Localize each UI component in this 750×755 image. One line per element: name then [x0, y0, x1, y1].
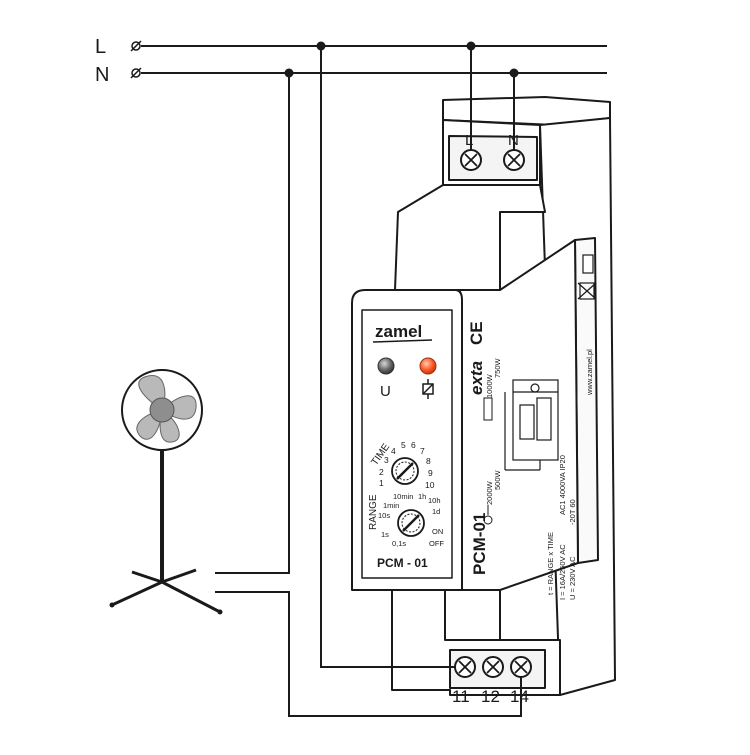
side-window — [582, 254, 594, 274]
side-schematic — [504, 379, 559, 471]
time-knob[interactable] — [391, 457, 419, 485]
relay-led-icon — [419, 357, 437, 375]
relay-coil-icon — [422, 379, 434, 399]
terminal-11-label: 11 — [452, 687, 470, 706]
svg-text:8: 8 — [426, 456, 431, 466]
line-L-label: L — [95, 36, 106, 58]
side-load-3: 2000W — [485, 480, 494, 505]
svg-text:5: 5 — [401, 440, 406, 450]
side-load-4: 500W — [493, 469, 502, 490]
top-terminals: L N — [460, 132, 525, 171]
terminal-L-label: L — [465, 132, 473, 149]
line-N-terminal-symbol — [130, 67, 142, 79]
svg-text:10s: 10s — [378, 511, 390, 520]
power-led-label: U — [380, 383, 391, 400]
time-scale: 1 2 3 4 5 6 7 8 9 10 — [379, 440, 435, 490]
junction-dots — [284, 41, 519, 78]
terminal-L-screw — [460, 149, 482, 171]
svg-text:6: 6 — [411, 440, 416, 450]
svg-text:1h: 1h — [418, 492, 426, 501]
bottom-terminals: 11 12 14 — [452, 656, 532, 706]
wire-L-to-terminal-11 — [320, 46, 455, 668]
side-spec-4: -20T 60 — [568, 499, 577, 525]
front-panel: zamel U TIME 1 2 3 4 5 6 7 8 9 10 — [368, 322, 444, 570]
range-scale: 0,1s 1s 10s 1min 10min 1h 10h 1d ON OFF — [378, 492, 444, 548]
side-bin-icon — [577, 282, 597, 300]
svg-text:10: 10 — [425, 480, 435, 490]
side-spec-1: I = 16A/250V AC — [558, 544, 567, 600]
brand-underline — [372, 339, 433, 343]
line-L-terminal-symbol — [130, 40, 142, 52]
wire-N-to-fan — [215, 73, 290, 574]
fan-icon — [109, 369, 223, 615]
svg-text:1d: 1d — [432, 507, 440, 516]
side-spec-2: U = 230V AC — [568, 556, 577, 600]
side-load-2: 750W — [493, 357, 502, 378]
svg-text:1: 1 — [379, 478, 384, 488]
side-spec-3: AC1 4000VA IP20 — [558, 455, 567, 515]
svg-text:10min: 10min — [393, 492, 413, 501]
exta-logo: exta — [467, 361, 486, 395]
svg-text:0,1s: 0,1s — [392, 539, 406, 548]
svg-text:4: 4 — [391, 446, 396, 456]
terminal-12-label: 12 — [481, 687, 500, 706]
svg-text:1s: 1s — [381, 530, 389, 539]
terminal-N-screw — [503, 149, 525, 171]
terminal-11-screw — [454, 656, 476, 678]
ce-mark: CE — [467, 321, 486, 345]
side-model-label: PCM-01 — [470, 513, 489, 575]
line-N-label: N — [95, 64, 109, 86]
terminal-14-label: 14 — [510, 687, 529, 706]
side-load-1: 1000W — [485, 373, 494, 398]
supply-lines: L N — [95, 36, 607, 86]
terminal-14-screw — [510, 656, 532, 678]
wiring — [215, 46, 522, 717]
svg-text:7: 7 — [420, 446, 425, 456]
brand-logo: zamel — [375, 322, 422, 341]
svg-text:1min: 1min — [383, 501, 399, 510]
wire-terminal-14-to-fan — [215, 591, 522, 717]
range-knob[interactable] — [397, 509, 425, 537]
svg-text:2: 2 — [379, 467, 384, 477]
side-panel: PCM-01 exta CE 1000W 750W 2000W 500W — [467, 254, 597, 600]
model-label: PCM - 01 — [377, 556, 428, 570]
power-led-icon — [377, 357, 395, 375]
pcm01-relay-device — [351, 96, 616, 696]
side-load-icons — [483, 397, 493, 525]
svg-text:3: 3 — [384, 455, 389, 465]
side-formula: t = RANGE x TIME — [546, 532, 555, 595]
svg-text:ON: ON — [432, 527, 443, 536]
range-label: RANGE — [368, 494, 379, 530]
terminal-12-screw — [482, 656, 504, 678]
svg-text:OFF: OFF — [429, 539, 444, 548]
svg-text:9: 9 — [428, 468, 433, 478]
side-web: www.zamel.pl — [585, 349, 594, 396]
svg-text:10h: 10h — [428, 496, 441, 505]
